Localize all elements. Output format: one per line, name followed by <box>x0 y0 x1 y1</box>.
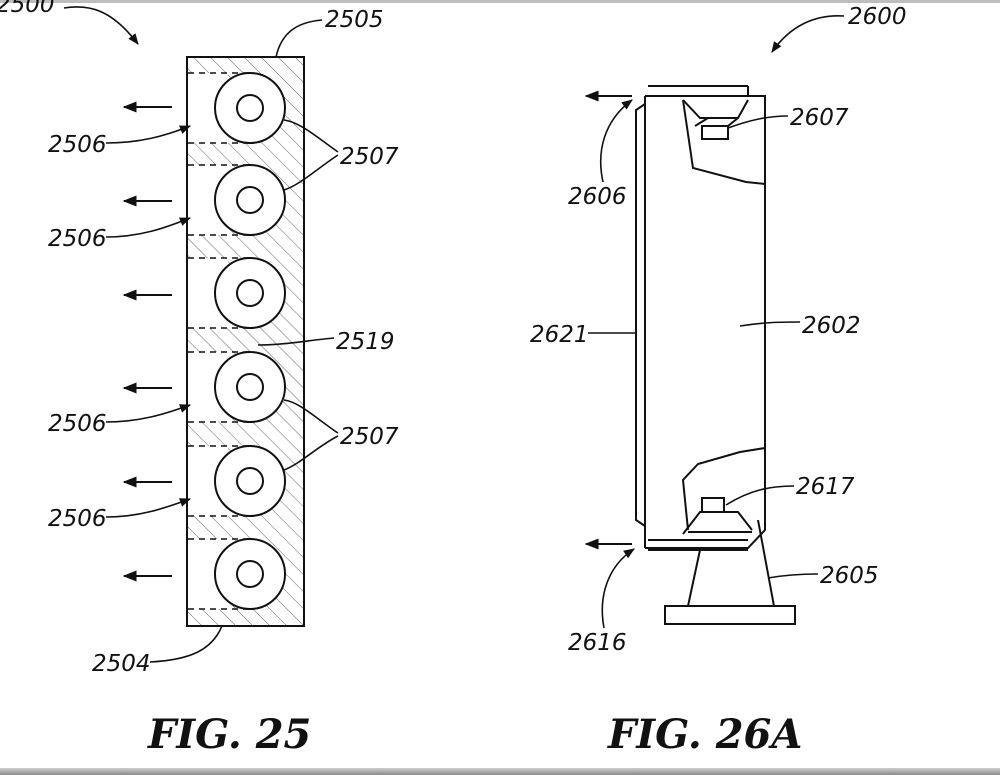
bulb-6 <box>188 538 286 610</box>
caption-fig-26a: FIG. 26A <box>607 711 802 758</box>
leader-2506-b <box>105 217 192 238</box>
label-2616: 2616 <box>568 630 627 656</box>
label-2507-lower: 2507 <box>340 424 399 450</box>
leader-2602 <box>739 321 801 327</box>
label-2506-a: 2506 <box>48 132 107 158</box>
bulb-2 <box>188 164 286 236</box>
bottom-cap <box>648 539 748 551</box>
bottom-emitter-2617 <box>681 447 766 535</box>
label-2504: 2504 <box>92 651 151 677</box>
label-2600: 2600 <box>848 4 907 30</box>
figure-25: 2500 2505 <box>0 0 399 758</box>
label-2519: 2519 <box>336 329 395 355</box>
housing-2505 <box>186 56 305 627</box>
label-2505: 2505 <box>325 7 384 33</box>
side-plate-2621 <box>635 103 646 527</box>
bulb-3 <box>188 257 286 329</box>
bulb-row <box>188 72 286 610</box>
label-2507-upper: 2507 <box>340 144 399 170</box>
label-2606: 2606 <box>568 184 627 210</box>
leader-2617 <box>725 485 795 506</box>
leader-2500 <box>63 6 139 45</box>
label-2605: 2605 <box>820 563 879 589</box>
leader-2507-upper-a <box>283 119 339 153</box>
label-2607: 2607 <box>790 105 849 131</box>
label-2506-c: 2506 <box>48 411 107 437</box>
stand-2605 <box>664 519 796 625</box>
leader-2507-lower-a <box>283 399 339 434</box>
leader-2506-a <box>105 125 192 144</box>
bulb-1 <box>188 72 286 144</box>
leader-2519 <box>257 337 335 346</box>
leader-2507-upper-b <box>283 154 339 191</box>
window-bottom-edge <box>0 768 1000 775</box>
leader-2606 <box>599 99 633 183</box>
top-emitter-2607 <box>682 99 766 185</box>
top-cap <box>648 85 749 97</box>
leader-2507-lower-b <box>283 435 339 471</box>
leader-2506-c <box>105 404 192 423</box>
figure-26a: 2600 2607 2606 <box>530 4 907 758</box>
leader-2506-d <box>105 498 192 518</box>
light-arrows-25 <box>122 101 172 582</box>
label-2500: 2500 <box>0 0 55 18</box>
label-2602: 2602 <box>802 313 861 339</box>
leader-2605 <box>767 573 819 579</box>
panel-2602 <box>644 95 766 549</box>
label-2506-b: 2506 <box>48 226 107 252</box>
bulb-4 <box>188 351 286 423</box>
label-2506-d: 2506 <box>48 506 107 532</box>
leader-2607 <box>727 115 789 129</box>
leader-2616 <box>601 548 635 629</box>
label-2621: 2621 <box>530 322 589 348</box>
bulb-5 <box>188 445 286 517</box>
leader-2504 <box>149 625 223 663</box>
label-2617: 2617 <box>796 474 855 500</box>
leader-2600 <box>771 15 845 53</box>
caption-fig-25: FIG. 25 <box>147 711 311 758</box>
leader-2505 <box>275 19 323 58</box>
window-top-edge <box>0 0 1000 3</box>
